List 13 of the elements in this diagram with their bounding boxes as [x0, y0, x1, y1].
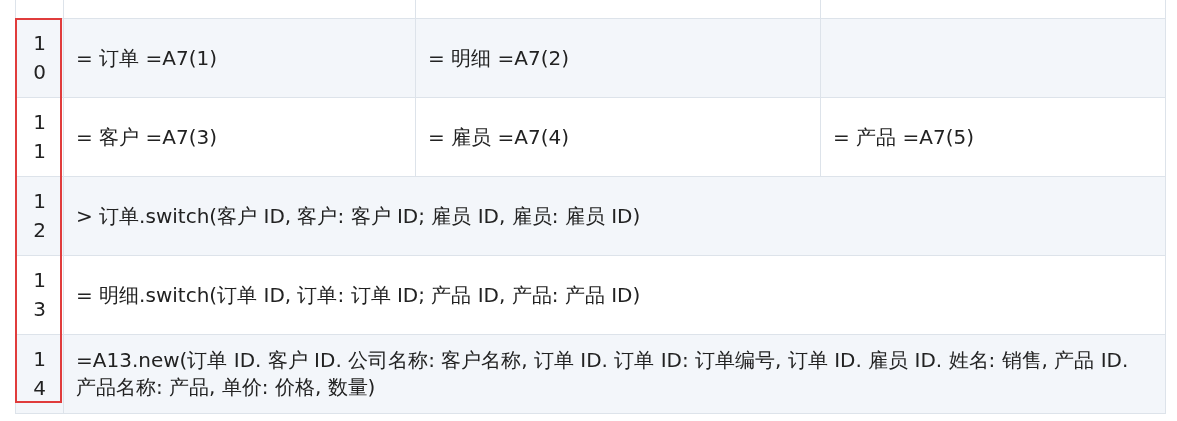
formula-text: = 雇员 =A7(4) — [428, 124, 569, 149]
row-number: 13 — [32, 267, 47, 323]
row-number: 14 — [32, 346, 47, 402]
formula-text: = 产品 =A7(5) — [833, 124, 974, 149]
formula-text: = 明细 =A7(2) — [428, 45, 569, 70]
formula-text: = 订单 =A7(1) — [76, 45, 217, 70]
formula-text: > 订单.switch(客户 ID, 客户: 客户 ID; 雇员 ID, 雇员: 雇员 ID) — [76, 203, 641, 228]
formula-text: = 明细.switch(订单 ID, 订单: 订单 ID; 产品 ID, 产品: 产品 ID) — [76, 282, 641, 307]
formula-text: = 客户 =A7(3) — [76, 124, 217, 149]
row-number: 10 — [32, 30, 47, 86]
row-number: 12 — [32, 188, 47, 244]
formula-text: =A13.new(订单 ID. 客户 ID. 公司名称: 客户名称, 订单 ID. 订单 ID: 订单编号, 订单 ID. 雇员 ID. 姓名: 销售, 产品 ID. 产品名称: 产品, 单价: 价格, 数量) — [76, 348, 1129, 399]
row-number: 11 — [32, 109, 47, 165]
